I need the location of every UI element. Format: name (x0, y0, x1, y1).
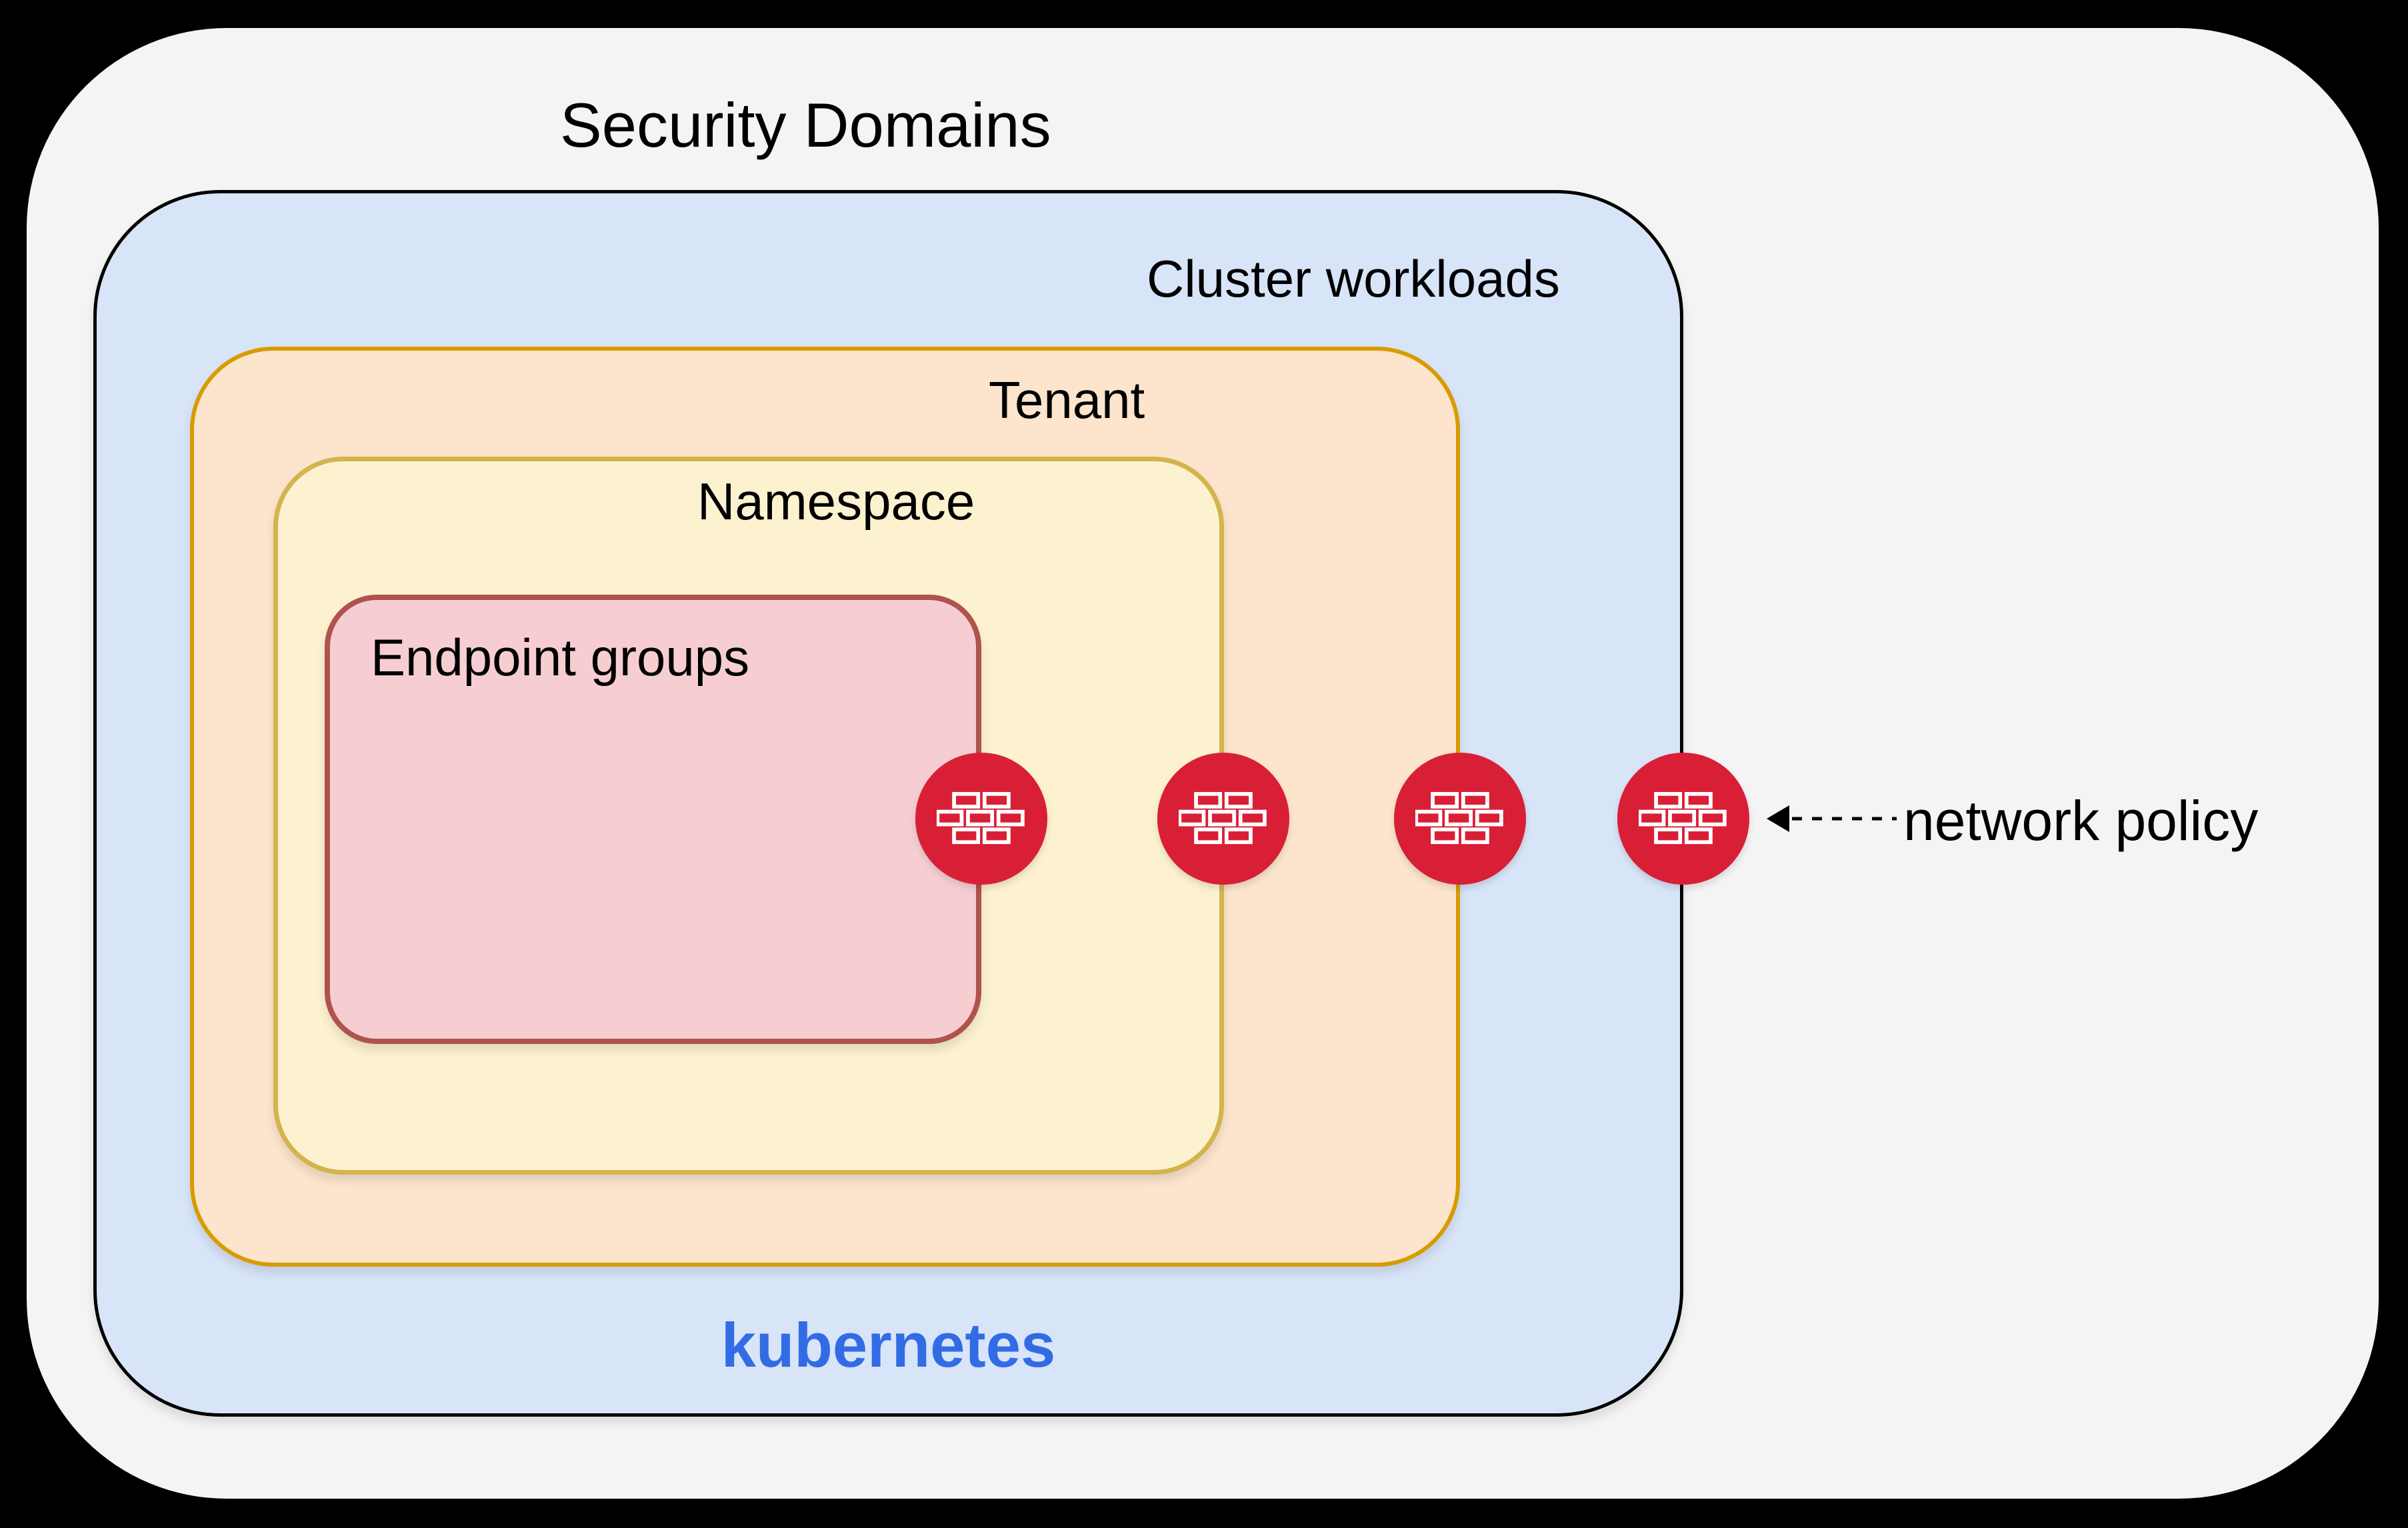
namespace-label: Namespace (697, 472, 975, 531)
cluster-workloads-label: Cluster workloads (1147, 249, 1560, 308)
tenant-label: Tenant (989, 371, 1145, 429)
endpoint-groups-box (325, 595, 981, 1044)
diagram-title: Security Domains (560, 90, 1051, 160)
brick-wall-icon (1179, 792, 1267, 845)
network-policy-label: network policy (1903, 789, 2259, 852)
endpoint-groups-label: Endpoint groups (371, 628, 750, 687)
firewall-icon-cluster-boundary (1617, 753, 1749, 885)
brick-wall-icon (1639, 792, 1727, 845)
brick-wall-icon (1415, 792, 1503, 845)
firewall-icon-tenant-boundary (1394, 753, 1526, 885)
firewall-icon-namespace-boundary (1157, 753, 1289, 885)
firewall-icon-endpoint-groups-boundary (915, 753, 1047, 885)
brick-wall-icon (937, 792, 1025, 845)
kubernetes-label: kubernetes (721, 1310, 1056, 1380)
network-policy-arrow (1767, 805, 1897, 832)
